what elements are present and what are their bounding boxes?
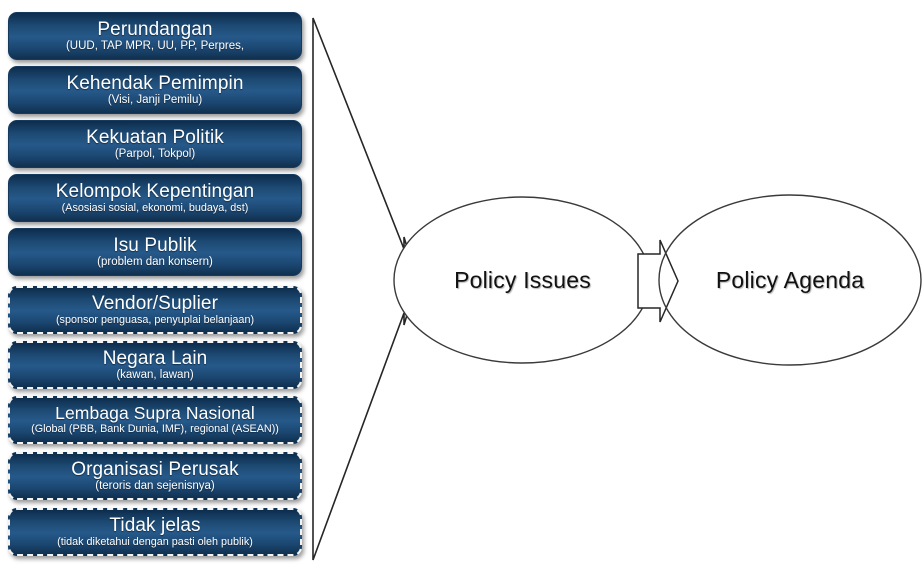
source-box-organisasi-perusak[interactable]: Organisasi Perusak (teroris dan sejenisn… [8, 452, 302, 500]
source-box-perundangan[interactable]: Perundangan (UUD, TAP MPR, UU, PP, Perpr… [8, 12, 302, 60]
source-box-title: Negara Lain [102, 347, 208, 369]
source-box-negara-lain[interactable]: Negara Lain (kawan, lawan) [8, 341, 302, 389]
source-box-subtitle: (Global (PBB, Bank Dunia, IMF), regional… [31, 422, 279, 435]
source-box-isu-publik[interactable]: Isu Publik (problem dan konsern) [8, 228, 302, 276]
source-box-title: Organisasi Perusak [71, 458, 239, 480]
source-box-title: Kehendak Pemimpin [66, 72, 244, 94]
source-box-title: Isu Publik [113, 234, 197, 256]
source-box-tidak-jelas[interactable]: Tidak jelas (tidak diketahui dengan past… [8, 508, 302, 556]
source-box-subtitle: (teroris dan sejenisnya) [95, 480, 215, 493]
source-box-subtitle: (problem dan konsern) [97, 256, 213, 269]
source-box-subtitle: (kawan, lawan) [116, 369, 194, 382]
source-box-vendor-suplier[interactable]: Vendor/Suplier (sponsor penguasa, penyup… [8, 286, 302, 334]
policy-issues-label: Policy Issues [454, 267, 591, 293]
source-box-kekuatan-politik[interactable]: Kekuatan Politik (Parpol, Tokpol) [8, 120, 302, 168]
policy-agenda-label: Policy Agenda [715, 267, 865, 293]
source-box-title: Lembaga Supra Nasional [55, 402, 255, 423]
source-box-title: Perundangan [97, 18, 213, 40]
source-box-title: Kekuatan Politik [86, 126, 224, 148]
source-box-subtitle: (Visi, Janji Pemilu) [107, 94, 203, 107]
source-box-title: Vendor/Suplier [91, 293, 219, 315]
source-box-title: Tidak jelas [109, 515, 201, 537]
source-box-lembaga-supra-nasional[interactable]: Lembaga Supra Nasional (Global (PBB, Ban… [8, 396, 302, 444]
source-box-subtitle: (Parpol, Tokpol) [114, 148, 196, 161]
source-box-kehendak-pemimpin[interactable]: Kehendak Pemimpin (Visi, Janji Pemilu) [8, 66, 302, 114]
source-box-subtitle: (tidak diketahui dengan pasti oleh publi… [57, 535, 253, 548]
source-box-subtitle: (sponsor penguasa, penyuplai belanjaan) [55, 313, 255, 326]
source-box-subtitle: (UUD, TAP MPR, UU, PP, Perpres, [65, 40, 245, 53]
source-box-title: Kelompok Kepentingan [55, 181, 255, 203]
source-box-kelompok-kepentingan[interactable]: Kelompok Kepentingan (Asosiasi sosial, e… [8, 174, 302, 222]
source-box-subtitle: (Asosiasi sosial, ekonomi, budaya, dst) [61, 201, 249, 214]
